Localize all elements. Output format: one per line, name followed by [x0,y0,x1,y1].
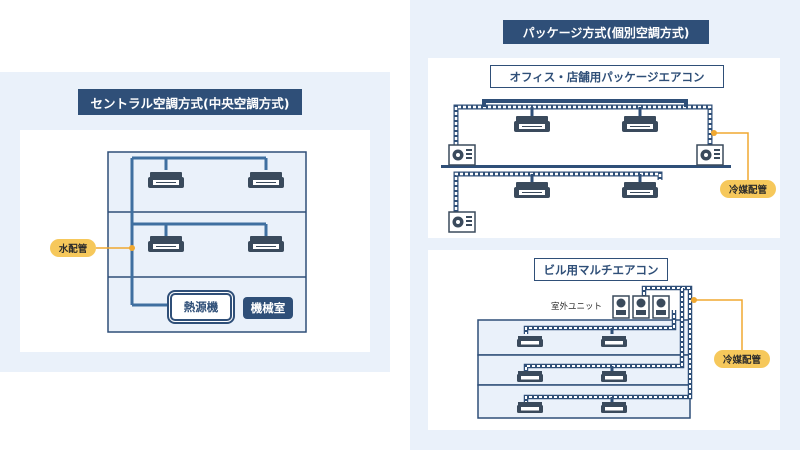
water-pipe-label: 水配管 [50,239,96,257]
office-floors [441,165,731,168]
ceiling-cassette-icon [517,336,543,347]
ceiling-cassette-icon [517,402,543,413]
rooftop-outdoor-units [612,295,670,319]
ceiling-cassette-icon [247,171,285,189]
heat-source-machine-icon: 熱源機 [169,292,233,322]
ceiling-cassette-icon [247,235,285,253]
machine-room-label: 機械室 [243,297,293,319]
office-refrigerant-pipe [453,99,713,215]
package-title: パッケージ方式(個別空調方式) [503,20,709,44]
office-title: オフィス・店舗用パッケージエアコン [490,65,724,88]
ceiling-cassette-icon [621,181,659,199]
outdoor-unit-icon [448,144,476,166]
outdoor-unit-icon [448,211,476,233]
office-refrigerant-pipe-label: 冷媒配管 [720,180,776,198]
outdoor-unit-icon [696,144,724,166]
ceiling-cassette-icon [601,371,627,382]
building-refrigerant-pipe [523,285,693,404]
outdoor-unit-label: 室外ユニット [551,302,603,312]
ceiling-cassette-icon [513,115,551,133]
central-title: セントラル空調方式(中央空調方式) [78,89,302,115]
ceiling-cassette-icon [147,171,185,189]
ceiling-cassette-icon [621,115,659,133]
ceiling-cassette-icon [147,235,185,253]
ceiling-cassette-icon [601,336,627,347]
building-floors [477,319,691,419]
water-pipe [130,156,268,307]
ceiling-cassette-icon [601,402,627,413]
building-refrigerant-pipe-label: 冷媒配管 [714,350,770,368]
ceiling-cassette-icon [517,371,543,382]
ceiling-cassette-icon [513,181,551,199]
building-title: ビル用マルチエアコン [534,258,668,281]
